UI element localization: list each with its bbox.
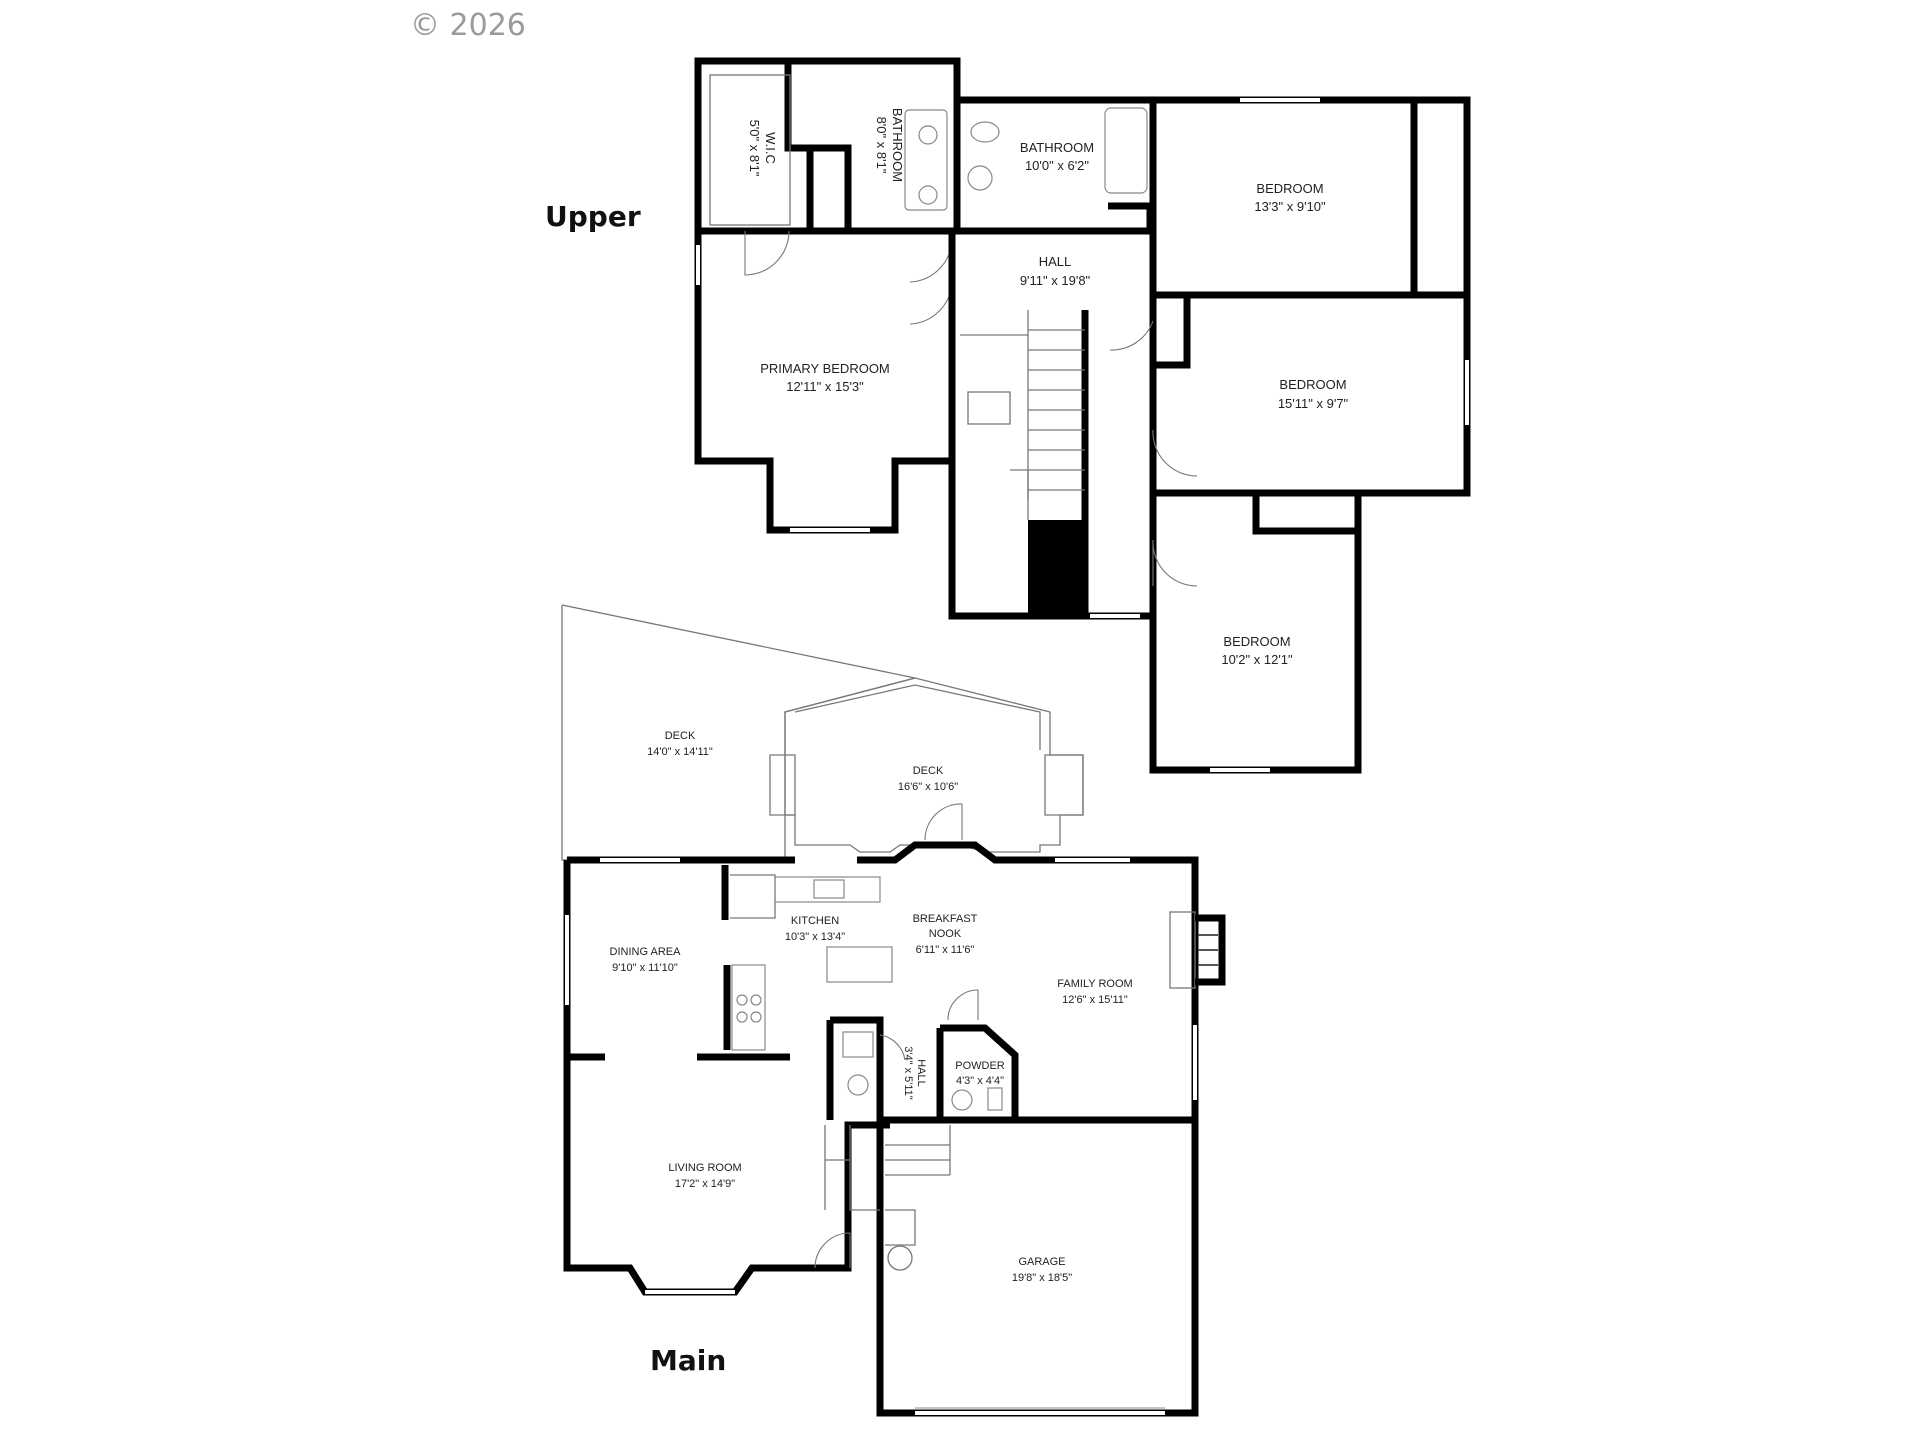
room-nook-dims: 6'11" x 11'6" — [916, 944, 975, 956]
burner — [750, 994, 762, 1006]
svg-text:5'0" x 8'1": 5'0" x 8'1" — [747, 120, 762, 177]
room-nook-name-1: BREAKFAST — [913, 913, 978, 925]
room-bedroom-e-name: BEDROOM — [1279, 377, 1346, 392]
door-swing — [947, 989, 979, 1021]
deck-w-edge — [561, 604, 916, 679]
burner — [750, 1011, 762, 1023]
room-kitchen-dims: 10'3" x 13'4" — [785, 931, 845, 943]
room-deck-w-name: DECK — [665, 730, 696, 742]
room-bedroom-e-dims: 15'11" x 9'7" — [1278, 396, 1349, 411]
vanity-fixture — [904, 109, 948, 211]
upper-level: W.I.C 5'0" x 8'1" BATHROOM 8'0" x 8'1" B… — [694, 57, 1471, 774]
wic-shelf — [709, 74, 791, 226]
room-upper-hall-name: HALL — [1039, 254, 1072, 269]
room-dining-dims: 9'10" x 11'10" — [612, 962, 678, 974]
room-wic-label: W.I.C 5'0" x 8'1" — [747, 120, 778, 177]
main-level: DECK 14'0" x 14'11" DECK 16'6" x 10'6" K… — [561, 604, 1226, 1417]
room-bedroom-se-dims: 10'2" x 12'1" — [1221, 652, 1293, 667]
sink-fixture — [918, 185, 938, 205]
room-deck-w-dims: 14'0" x 14'11" — [647, 746, 713, 758]
pantry-outline — [730, 874, 776, 919]
stair-treads — [960, 310, 1085, 520]
sink-fixture — [813, 879, 845, 899]
bedroom-se-walls — [1149, 493, 1362, 774]
copyright-text: © 2026 — [410, 8, 526, 43]
room-garage-dims: 19'8" x 18'5" — [1012, 1272, 1072, 1284]
level-label-main: Main — [650, 1344, 726, 1377]
room-upper-hall-dims: 9'11" x 19'8" — [1020, 273, 1091, 288]
room-powder-name: POWDER — [955, 1060, 1005, 1072]
burner — [736, 1011, 748, 1023]
sink-fixture — [951, 1089, 973, 1111]
burner — [736, 994, 748, 1006]
fireplace-lines — [1198, 934, 1218, 966]
room-family-dims: 12'6" x 15'11" — [1062, 994, 1128, 1006]
room-bedroom-ne-name: BEDROOM — [1256, 181, 1323, 196]
door-swing — [1109, 320, 1154, 351]
tub-fixture — [1104, 107, 1148, 194]
room-bedroom-se-name: BEDROOM — [1223, 634, 1290, 649]
room-primary-bedroom-dims: 12'11" x 15'3" — [786, 379, 864, 394]
door-swing — [1152, 429, 1198, 477]
room-dining-name: DINING AREA — [610, 946, 682, 958]
bedroom-e-walls — [1149, 295, 1471, 497]
door-swing — [909, 281, 953, 325]
svg-text:BATHROOM: BATHROOM — [890, 108, 905, 182]
room-family-name: FAMILY ROOM — [1057, 978, 1132, 990]
toilet-fixture — [987, 1087, 1003, 1111]
powder-walls — [936, 1024, 1019, 1124]
door-swing — [924, 803, 963, 841]
wic-partition-wall — [784, 61, 852, 231]
deck-w-outline — [561, 605, 916, 861]
door-swing — [909, 239, 953, 283]
foyer-steps — [824, 1125, 951, 1271]
laundry-walls — [830, 1016, 890, 1129]
svg-text:W.I.C: W.I.C — [763, 132, 778, 164]
room-deck-c-name: DECK — [913, 765, 944, 777]
svg-text:HALL: HALL — [915, 1059, 927, 1087]
garage-walls — [876, 1116, 1199, 1417]
bedroom-ne-walls — [1149, 96, 1471, 299]
room-powder-dims: 4'3" x 4'4" — [956, 1075, 1004, 1087]
sink-fixture — [967, 165, 993, 191]
fireplace-walls — [1195, 914, 1226, 986]
kitchen-island — [826, 946, 893, 983]
fireplace-hearth — [1169, 911, 1196, 989]
room-living-name: LIVING ROOM — [668, 1162, 741, 1174]
sink-fixture — [918, 125, 938, 145]
deck-c-steps — [769, 684, 1084, 816]
room-primary-bath-label: BATHROOM 8'0" x 8'1" — [874, 108, 905, 182]
toilet-fixture — [970, 121, 1000, 143]
wic-bath-walls — [694, 57, 961, 231]
room-hall-main-label: HALL 3'4" x 5'11" — [902, 1046, 927, 1099]
linen-closet-wall — [1108, 202, 1154, 231]
kitchen-counter — [774, 876, 881, 903]
dryer-fixture — [847, 1074, 869, 1096]
bedroom-e-closet — [1153, 291, 1191, 369]
room-nook-name-2: NOOK — [929, 928, 962, 940]
door-swing — [1152, 539, 1198, 587]
room-hall-bath-dims: 10'0" x 6'2" — [1025, 158, 1089, 173]
stair-void — [1028, 520, 1085, 616]
svg-text:3'4" x 5'11": 3'4" x 5'11" — [902, 1046, 914, 1099]
door-swing — [879, 1034, 906, 1061]
washer-fixture — [842, 1031, 874, 1058]
door-swing — [814, 1232, 851, 1269]
room-kitchen-name: KITCHEN — [791, 915, 839, 927]
range-counter — [731, 964, 766, 1051]
room-garage-name: GARAGE — [1018, 1256, 1065, 1268]
room-deck-c-dims: 16'6" x 10'6" — [898, 781, 958, 793]
svg-text:8'0" x 8'1": 8'0" x 8'1" — [874, 117, 889, 174]
room-living-dims: 17'2" x 14'9" — [675, 1178, 735, 1190]
room-hall-bath-name: BATHROOM — [1020, 140, 1094, 155]
room-primary-bedroom-name: PRIMARY BEDROOM — [760, 361, 890, 376]
level-label-upper: Upper — [545, 200, 641, 233]
door-swing — [744, 230, 790, 276]
room-bedroom-ne-dims: 13'3" x 9'10" — [1254, 199, 1326, 214]
